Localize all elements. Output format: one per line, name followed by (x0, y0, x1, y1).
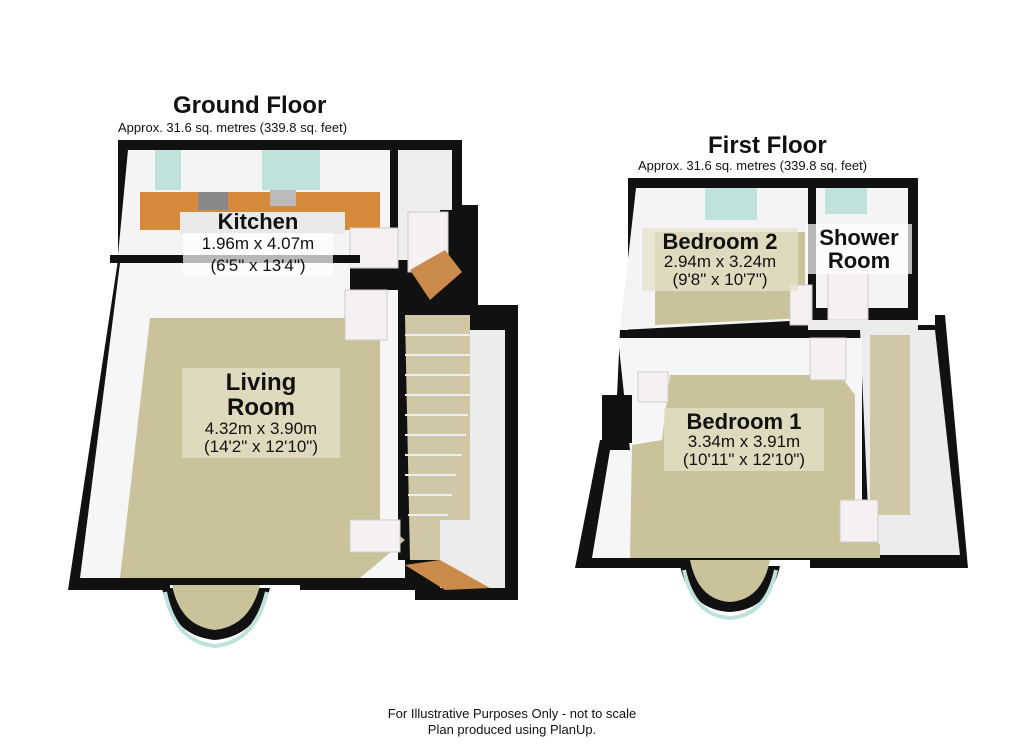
bedroom-2-label: Bedroom 2 2.94m x 3.24m (9'8" x 10'7") (642, 228, 798, 291)
living-room-bay-window (163, 591, 269, 649)
living-room-name-line1: Living (225, 369, 297, 396)
living-room-bay-floor (172, 585, 260, 630)
footer-credit: Plan produced using PlanUp. (427, 722, 597, 738)
front-door (405, 560, 490, 590)
footer: For Illustrative Purposes Only - not to … (0, 706, 1024, 739)
bedroom-1-door-lower (839, 499, 879, 543)
bedroom-2-door (789, 284, 813, 326)
living-room-name-line2: Room (227, 394, 295, 422)
kitchen-metric: 1.96m x 4.07m (183, 233, 333, 255)
bedroom-1-bay-floor (690, 560, 770, 602)
ground-floor-area: Approx. 31.6 sq. metres (339.8 sq. feet) (118, 120, 348, 135)
first-floor-area: Approx. 31.6 sq. metres (339.8 sq. feet) (638, 158, 868, 173)
ground-floor-title: Ground Floor (173, 92, 327, 119)
living-door (344, 289, 388, 341)
first-stairs (870, 335, 910, 515)
kitchen-window-right (262, 150, 320, 190)
back-door (410, 250, 462, 300)
first-floor-title: First Floor (708, 132, 827, 159)
living-door-lower (349, 519, 401, 553)
shower-room-label: Shower Room (806, 224, 912, 275)
ground-stair-treads (405, 334, 470, 516)
bedroom-1-door (809, 337, 847, 381)
bedroom-1-label: Bedroom 1 3.34m x 3.91m (10'11" x 12'10"… (664, 408, 824, 471)
bedroom-2-imperial: (9'8" x 10'7") (672, 269, 768, 289)
wardrobe-door (637, 371, 669, 403)
kitchen-window-left (155, 150, 181, 190)
bedroom-1-metric: 3.34m x 3.91m (687, 432, 801, 452)
sink (270, 190, 296, 206)
bedroom-2-name: Bedroom 2 (662, 229, 778, 254)
bedroom-1-imperial: (10'11" x 12'10") (682, 449, 806, 469)
living-room-metric: 4.32m x 3.90m (204, 419, 318, 439)
shower-room-window (825, 188, 867, 214)
hob (198, 192, 228, 210)
wardrobe (602, 395, 632, 443)
living-room-label: Living Room 4.32m x 3.90m (14'2" x 12'10… (182, 368, 340, 459)
shower-room-name-line2: Room (827, 248, 891, 274)
kitchen-worktop-front (180, 212, 345, 234)
footer-disclaimer: For Illustrative Purposes Only - not to … (387, 706, 637, 721)
kitchen-label: Kitchen 1.96m x 4.07m (6'5" x 13'4") (183, 210, 333, 277)
ground-stairs (405, 315, 470, 560)
shower-room-door (827, 269, 869, 321)
kitchen-imperial: (6'5" x 13'4") (183, 254, 333, 277)
kitchen-name: Kitchen (217, 209, 299, 234)
bedroom-2-metric: 2.94m x 3.24m (663, 252, 777, 272)
bedroom-2-window (705, 188, 757, 220)
living-room-imperial: (14'2" x 12'10") (203, 437, 318, 457)
bedroom-1-name: Bedroom 1 (686, 409, 802, 434)
bedroom-1-bay-window (682, 569, 778, 621)
hall-floor (440, 330, 505, 588)
shower-room-name-line1: Shower (819, 225, 899, 250)
